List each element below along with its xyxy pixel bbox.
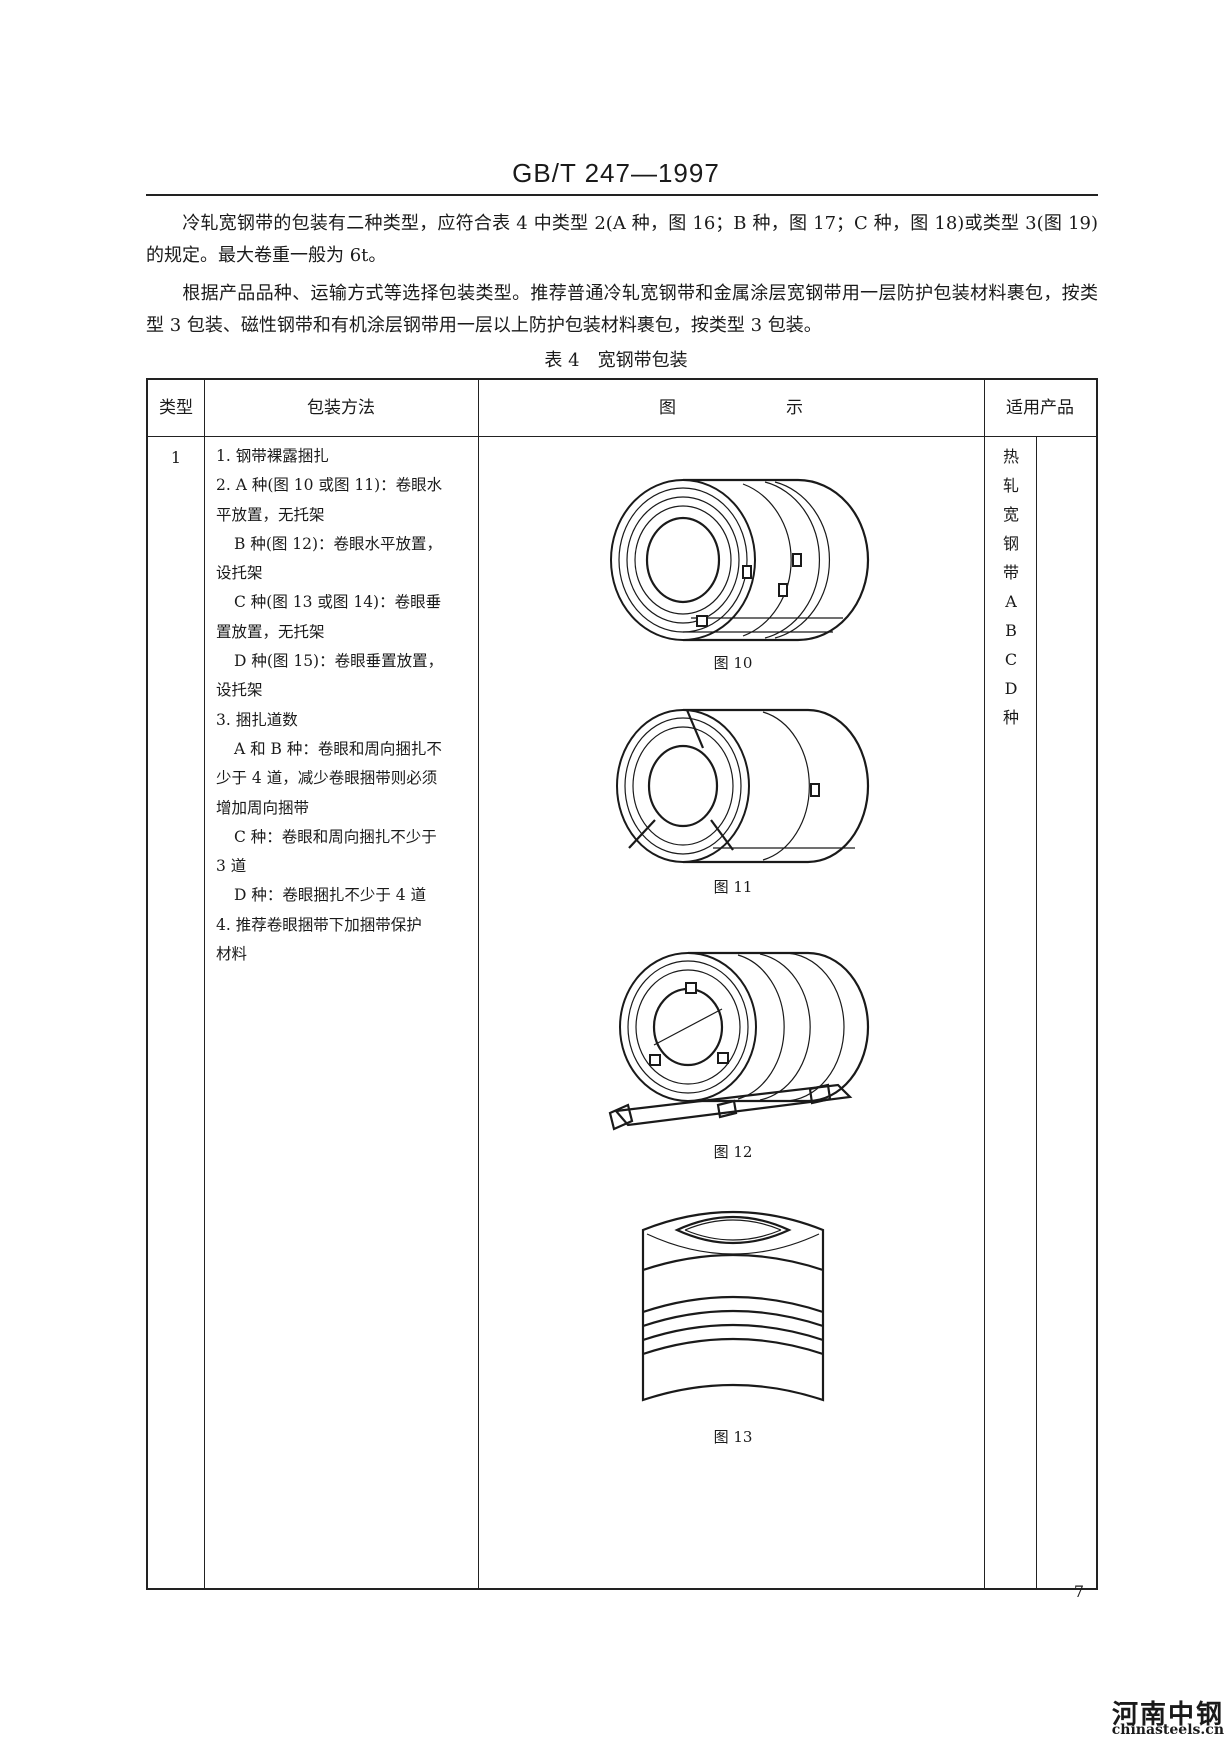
watermark-logo-en: chinasteels.cn	[1111, 1722, 1224, 1738]
col-divider-4	[1036, 436, 1037, 1588]
method-line: D 种(图 15)：卷眼垂置放置，	[234, 652, 444, 671]
paragraph-1: 冷轧宽钢带的包装有二种类型，应符合表 4 中类型 2(A 种，图 16；B 种，…	[146, 208, 1098, 272]
method-line: C 种：卷眼和周向捆扎不少于	[234, 827, 437, 846]
product-char: C	[1004, 650, 1018, 669]
coil-vertical-illustration	[641, 1210, 825, 1402]
product-char: 种	[1002, 708, 1019, 727]
paragraph-1-text: 冷轧宽钢带的包装有二种类型，应符合表 4 中类型 2(A 种，图 16；B 种，…	[146, 213, 1098, 266]
method-line: 设托架	[216, 564, 263, 583]
method-line: 3 道	[216, 857, 247, 876]
table-caption: 表 4 宽钢带包装	[544, 350, 688, 371]
figure-11: 图 11	[480, 700, 986, 897]
header-rule	[146, 194, 1098, 196]
header-divider	[148, 436, 1096, 437]
figure-12: 图 12	[480, 935, 986, 1162]
product-char: A	[1005, 592, 1017, 611]
figure-13: 图 13	[480, 1200, 986, 1447]
product-char: 带	[1002, 563, 1019, 582]
method-line: 平放置，无托架	[216, 505, 325, 524]
header-figure-b: 示	[786, 398, 803, 418]
paragraph-2-text: 根据产品品种、运输方式等选择包装类型。推荐普通冷轧宽钢带和金属涂层宽钢带用一层防…	[146, 283, 1098, 336]
method-line: 材料	[216, 945, 248, 964]
page-number: 7	[1073, 1582, 1084, 1601]
figure-13-caption: 图 13	[713, 1428, 753, 1446]
cell-product: 热 轧 宽 钢 带 A B C D 种	[986, 442, 1036, 732]
cell-method: 1. 钢带裸露捆扎 2. A 种(图 10 或图 11)：卷眼水 平放置，无托架…	[216, 442, 478, 969]
header-product: 适用产品	[1006, 398, 1074, 418]
cell-type: 1	[170, 448, 182, 467]
method-line: 少于 4 道，减少卷眼捆带则必须	[216, 769, 438, 788]
product-char: 宽	[1002, 505, 1019, 524]
method-line: C 种(图 13 或图 14)：卷眼垂	[234, 593, 442, 612]
coil-eye-strap-illustration	[616, 708, 870, 864]
figure-11-caption: 图 11	[713, 878, 753, 896]
method-line: 3. 捆扎道数	[216, 710, 298, 729]
product-char: 钢	[1002, 534, 1019, 553]
paragraph-2: 根据产品品种、运输方式等选择包装类型。推荐普通冷轧宽钢带和金属涂层宽钢带用一层防…	[146, 278, 1098, 342]
method-line: 设托架	[216, 681, 263, 700]
document-code: GB/T 247—1997	[512, 158, 720, 188]
method-line: 4. 推荐卷眼捆带下加捆带保护	[216, 915, 422, 934]
header-figure: 图 示	[478, 380, 984, 436]
header-type: 类型	[159, 398, 193, 418]
col-divider-3	[984, 380, 985, 1588]
packaging-table: 类型 包装方法 图 示 适用产品 1 1. 钢带裸露捆扎 2. A 种(图 10…	[146, 378, 1098, 1590]
col-divider-2	[478, 380, 479, 1588]
method-line: 增加周向捆带	[216, 798, 310, 817]
header-method: 包装方法	[307, 398, 375, 418]
product-char: D	[1004, 679, 1018, 698]
product-char: 热	[1002, 447, 1019, 466]
method-line: B 种(图 12)：卷眼水平放置，	[234, 534, 443, 553]
watermark-logo-cn: 河南中钢	[1111, 1700, 1224, 1730]
col-divider-1	[204, 380, 205, 1588]
product-char: 轧	[1002, 476, 1019, 495]
figure-12-caption: 图 12	[713, 1143, 753, 1161]
method-line: 2. A 种(图 10 或图 11)：卷眼水	[216, 476, 443, 495]
method-line: 置放置，无托架	[216, 622, 325, 641]
method-line: A 和 B 种：卷眼和周向捆扎不	[234, 739, 442, 758]
coil-on-pallet-illustration	[608, 951, 870, 1131]
coil-horizontal-illustration	[610, 478, 870, 642]
product-char: B	[1005, 621, 1017, 640]
figure-10: 图 10	[480, 466, 986, 673]
method-line: D 种：卷眼捆扎不少于 4 道	[234, 886, 427, 905]
figure-10-caption: 图 10	[713, 654, 753, 672]
method-line: 1. 钢带裸露捆扎	[216, 447, 329, 465]
header-figure-a: 图	[659, 398, 676, 418]
